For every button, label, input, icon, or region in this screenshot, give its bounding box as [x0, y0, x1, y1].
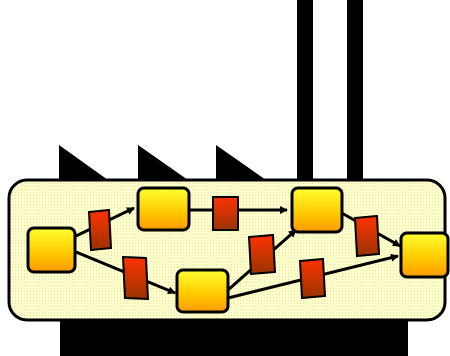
- documents: [87, 196, 381, 301]
- document-icon: [212, 196, 239, 231]
- process-box-icon: [26, 226, 77, 274]
- process-box-icon: [136, 186, 191, 232]
- process-box-icon: [175, 268, 230, 314]
- document-icon: [87, 208, 113, 252]
- smokestack-right: [347, 0, 363, 190]
- document-icon: [298, 257, 327, 300]
- document-icon: [121, 255, 150, 301]
- process-box-icon: [399, 231, 450, 279]
- roof-tooth-1: [59, 145, 108, 180]
- document-icon: [353, 214, 381, 258]
- process-box-icon: [290, 186, 344, 234]
- smokestack-left: [297, 0, 313, 190]
- roof-tooth-2: [138, 145, 188, 180]
- roof-tooth-3: [216, 145, 266, 180]
- factory-roof: [59, 145, 266, 180]
- document-icon: [247, 233, 277, 276]
- tasks: [26, 186, 450, 314]
- smokestacks: [297, 0, 363, 190]
